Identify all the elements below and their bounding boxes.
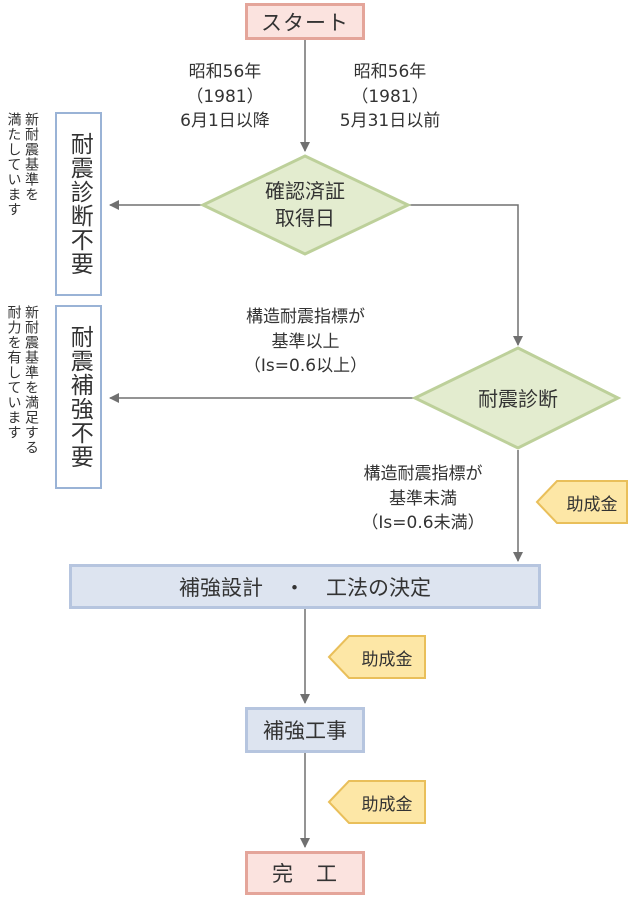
condition-below-standard: 構造耐震指標が 基準未満 （Is=0.6未満）	[338, 462, 508, 536]
no-diagnosis-label: 耐震診断不要	[66, 132, 93, 276]
subsidy-label-2: 助成金	[349, 636, 425, 678]
condition-meets-line2: 基準以上	[271, 331, 340, 352]
start-box: スタート	[245, 3, 365, 40]
end-box: 完 工	[245, 851, 365, 895]
condition-after-1981-line3: 6月1日以降	[180, 111, 270, 132]
decision1-line2: 取得日	[275, 206, 335, 230]
decision1-diamond	[199, 154, 412, 256]
work-step-box: 補強工事	[245, 707, 365, 753]
subsidy-text-3: 助成金	[361, 794, 413, 815]
start-label: スタート	[261, 10, 349, 35]
work-step-label: 補強工事	[263, 719, 347, 743]
subsidy-arrow-shape-3	[327, 780, 426, 824]
condition-before-1981-line1: 昭和56年	[353, 62, 427, 82]
condition-after-1981-line1: 昭和56年	[188, 62, 262, 82]
condition-below-line1: 構造耐震指標が	[363, 464, 483, 484]
decision2-diamond	[411, 346, 622, 450]
condition-meets-line1: 構造耐震指標が	[246, 307, 365, 327]
subsidy-label-3: 助成金	[349, 781, 425, 823]
side-note-1: 新耐震基準を 満たしています	[4, 112, 40, 252]
condition-after-1981: 昭和56年 （1981） 6月1日以降	[150, 60, 300, 134]
subsidy-arrow-shape-2	[327, 635, 426, 679]
decision1-line1: 確認済証	[265, 179, 345, 203]
no-diagnosis-box: 耐震診断不要	[55, 112, 102, 296]
arrow-decision1-to-decision2	[408, 204, 523, 346]
condition-meets-standard: 構造耐震指標が 基準以上 （Is=0.6以上）	[218, 305, 393, 379]
no-reinforcement-label: 耐震補強不要	[66, 325, 93, 469]
side-note-2-line1: 新耐震基準を満足する	[23, 305, 39, 455]
decision2-label: 耐震診断	[458, 386, 578, 413]
condition-below-line2: 基準未満	[389, 488, 457, 509]
condition-meets-line3: （Is=0.6以上）	[243, 356, 368, 377]
condition-below-line3: （Is=0.6未満）	[361, 513, 485, 534]
end-label: 完 工	[272, 862, 338, 886]
design-step-label: 補強設計 ・ 工法の決定	[179, 575, 431, 600]
side-note-2: 新耐震基準を満足する 耐力を有しています	[4, 305, 40, 485]
side-note-2-line2: 耐力を有しています	[5, 305, 22, 440]
condition-before-1981-line2: （1981）	[351, 86, 429, 107]
condition-before-1981: 昭和56年 （1981） 5月31日以前	[310, 60, 470, 134]
subsidy-label-1: 助成金	[557, 481, 627, 523]
condition-after-1981-line2: （1981）	[186, 86, 264, 107]
design-step-box: 補強設計 ・ 工法の決定	[69, 564, 541, 609]
decision1-label: 確認済証 取得日	[235, 178, 375, 232]
condition-before-1981-line3: 5月31日以前	[339, 111, 441, 132]
side-note-1-line2: 満たしています	[5, 112, 22, 217]
decision2-line1: 耐震診断	[478, 387, 558, 411]
subsidy-text-1: 助成金	[566, 494, 618, 515]
side-note-1-line1: 新耐震基準を	[23, 112, 39, 202]
subsidy-text-2: 助成金	[361, 649, 413, 670]
subsidy-arrow-shape-1	[535, 480, 628, 524]
no-reinforcement-box: 耐震補強不要	[55, 305, 102, 489]
